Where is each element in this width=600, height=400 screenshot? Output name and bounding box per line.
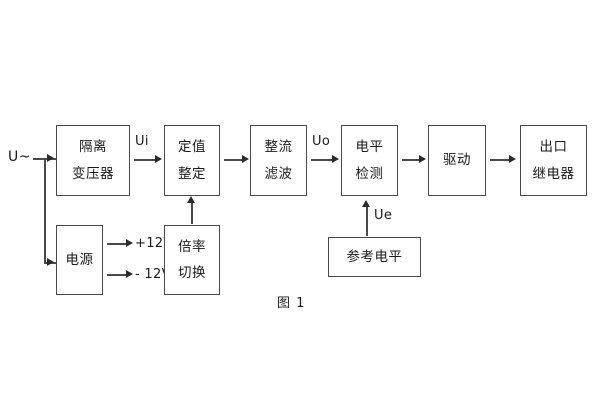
block-multiplier-switch-line-2: 切换 (178, 265, 206, 281)
arrow-level-detection-to-driver-icon (419, 155, 426, 163)
arrow-reference-to-level-detection-icon (362, 200, 370, 207)
line-multiplier-to-setting (191, 199, 193, 224)
block-setting-value-line-2: 整定 (178, 165, 206, 182)
line-power-positive (107, 243, 129, 245)
input-source-label: U~ (8, 149, 31, 165)
line-power-negative (107, 274, 129, 276)
arrow-power-negative-icon (126, 270, 133, 278)
block-power-supply[interactable]: 电源 (56, 225, 103, 295)
block-isolation-transformer-line-1: 隔离 (79, 139, 107, 156)
power-rail-negative-label: - 12V (135, 267, 171, 282)
block-isolation-transformer[interactable]: 隔离 变压器 (56, 125, 130, 196)
block-multiplier-switch[interactable]: 倍率 切换 (164, 225, 220, 295)
block-reference-level-line-1: 参考电平 (346, 248, 403, 265)
block-isolation-transformer-line-2: 变压器 (72, 165, 114, 182)
block-level-detection[interactable]: 电平 检测 (341, 125, 398, 196)
block-output-relay-line-2: 继电器 (532, 165, 575, 182)
line-level-detection-to-driver (402, 159, 422, 161)
line-reference-to-level-detection (366, 204, 368, 236)
block-reference-level[interactable]: 参考电平 (328, 237, 421, 277)
signal-label-uo: Uo (312, 134, 331, 149)
block-output-relay[interactable]: 出口 继电器 (520, 125, 587, 196)
block-power-supply-line-1: 电源 (65, 251, 94, 268)
arrow-input-to-power-supply-icon (47, 258, 54, 266)
block-output-relay-line-1: 出口 (539, 139, 568, 156)
block-driver[interactable]: 驱动 (428, 125, 486, 196)
signal-label-ue: Ue (374, 208, 393, 223)
block-rectifier-filter-line-2: 滤波 (264, 165, 293, 182)
power-rail-positive-label: +12V (135, 236, 173, 251)
arrow-driver-to-output-relay-icon (509, 155, 516, 163)
block-level-detection-line-1: 电平 (355, 139, 384, 156)
arrow-multiplier-to-setting-icon (187, 196, 195, 203)
arrow-power-positive-icon (126, 239, 133, 247)
block-driver-line-1: 驱动 (443, 152, 471, 169)
line-driver-to-output-relay (490, 159, 512, 161)
block-level-detection-line-2: 检测 (355, 165, 384, 182)
input-rail-horizontal-stub (33, 158, 45, 160)
input-rail-vertical (44, 158, 46, 263)
block-rectifier-filter[interactable]: 整流 滤波 (250, 125, 307, 196)
arrow-transformer-to-setting-icon (155, 155, 162, 163)
line-setting-to-rectifier (224, 159, 245, 161)
line-transformer-to-setting (134, 159, 157, 161)
block-multiplier-switch-line-1: 倍率 (178, 238, 206, 255)
arrow-setting-to-rectifier-icon (242, 155, 249, 163)
block-setting-value-line-1: 定值 (178, 139, 206, 156)
arrow-input-to-transformer-icon (47, 154, 54, 162)
arrow-rectifier-to-level-detection-icon (332, 155, 339, 163)
block-rectifier-filter-line-1: 整流 (264, 139, 293, 156)
block-setting-value[interactable]: 定值 整定 (164, 125, 220, 196)
signal-label-ui: Ui (135, 134, 149, 149)
figure-caption: 图 1 (277, 296, 306, 311)
line-rectifier-to-level-detection (311, 159, 334, 161)
